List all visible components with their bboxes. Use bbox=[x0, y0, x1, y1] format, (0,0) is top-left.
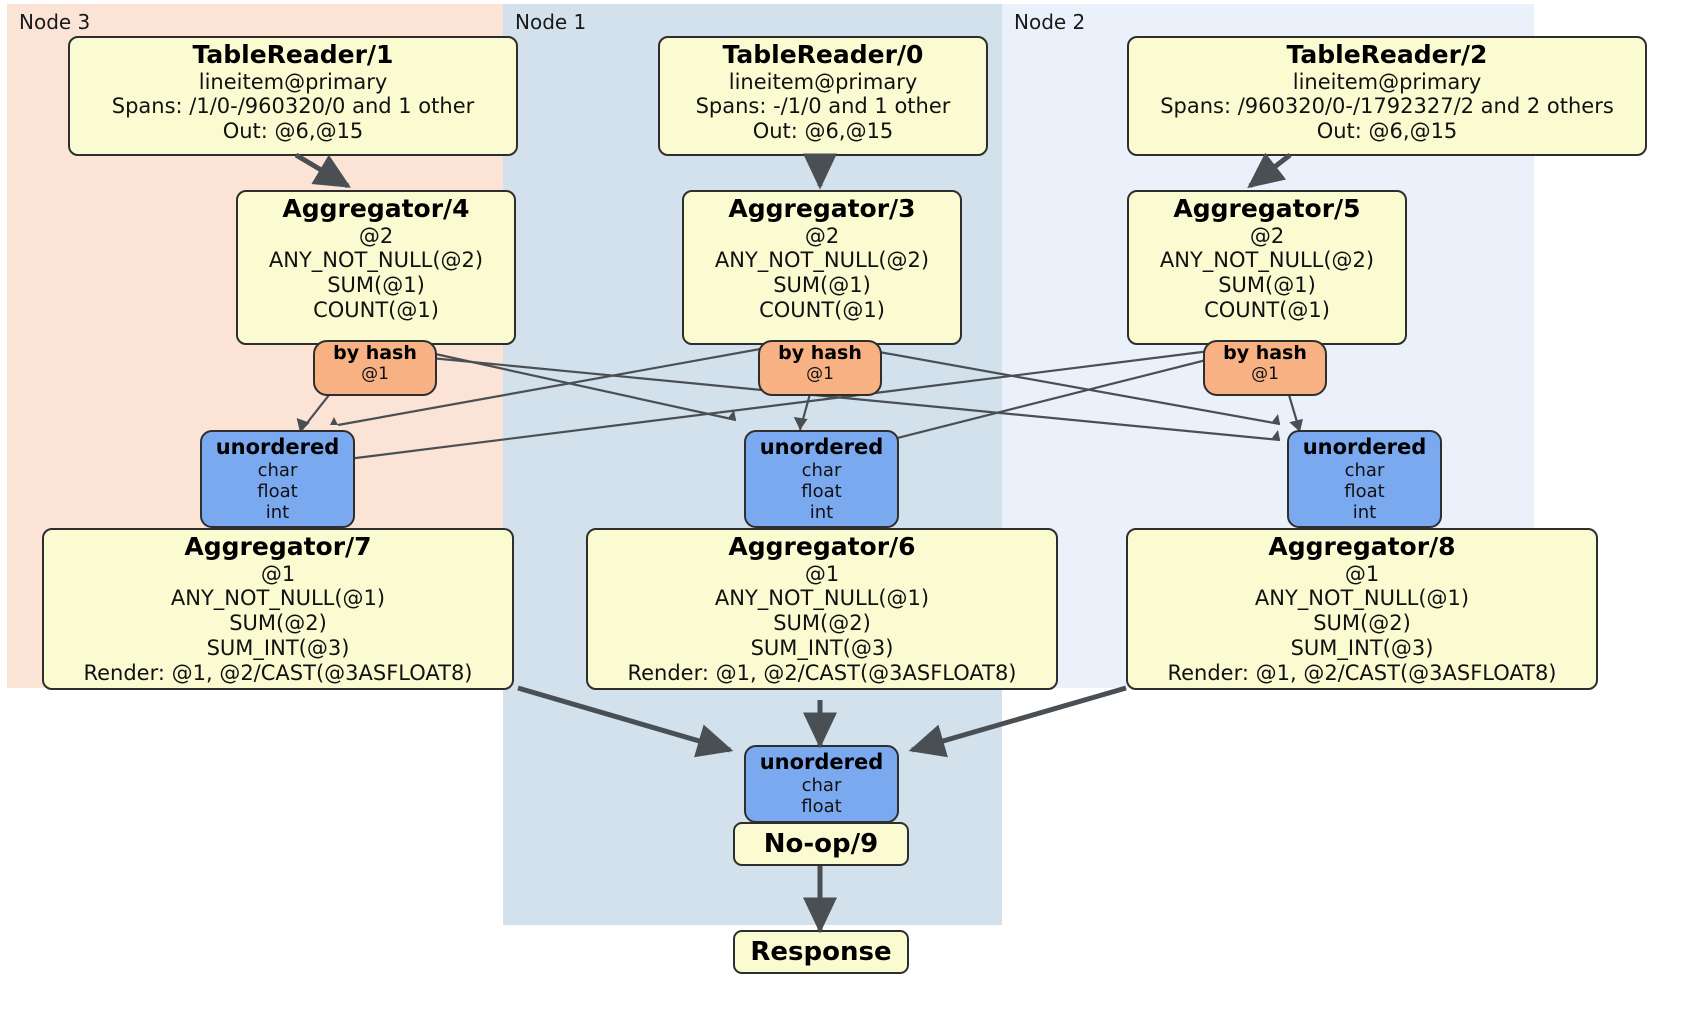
processor-detail-line: SUM(@2) bbox=[773, 611, 871, 636]
synchronizer-unordered-final[interactable]: unordered char float bbox=[744, 745, 899, 823]
processor-detail-line: ANY_NOT_NULL(@2) bbox=[268, 248, 484, 273]
synchronizer-title: unordered bbox=[759, 750, 884, 774]
processor-table-reader-2[interactable]: TableReader/2 lineitem@primary Spans: /9… bbox=[1127, 36, 1647, 156]
processor-detail-line: lineitem@primary bbox=[728, 69, 918, 94]
router-title: by hash bbox=[333, 342, 417, 364]
processor-aggregator-5[interactable]: Aggregator/5 @2 ANY_NOT_NULL(@2) SUM(@1)… bbox=[1127, 190, 1407, 345]
processor-detail-line: Spans: /1/0-/960320/0 and 1 other bbox=[111, 94, 475, 119]
processor-detail-line: lineitem@primary bbox=[1292, 69, 1482, 94]
router-detail-line: @1 bbox=[1251, 364, 1279, 385]
processor-title: TableReader/0 bbox=[722, 40, 924, 69]
processor-render-line: Render: @1, @2/CAST(@3ASFLOAT8) bbox=[627, 660, 1017, 685]
synchronizer-type-line: float bbox=[1344, 481, 1385, 502]
processor-detail-line: SUM_INT(@3) bbox=[206, 635, 350, 660]
processor-detail-line: ANY_NOT_NULL(@1) bbox=[714, 586, 930, 611]
router-by-hash-aggregator-4[interactable]: by hash @1 bbox=[313, 340, 437, 396]
synchronizer-type-line: float bbox=[801, 481, 842, 502]
processor-render-line: Render: @1, @2/CAST(@3ASFLOAT8) bbox=[1167, 660, 1557, 685]
synchronizer-type-line: int bbox=[265, 502, 290, 524]
node-panel-label: Node 1 bbox=[515, 10, 587, 34]
synchronizer-title: unordered bbox=[759, 435, 884, 459]
processor-detail-line: Out: @6,@15 bbox=[1316, 119, 1458, 144]
synchronizer-unordered-aggregator-7[interactable]: unordered char float int bbox=[200, 430, 355, 528]
processor-detail-line: @1 bbox=[260, 561, 296, 586]
processor-detail-line: @2 bbox=[1249, 223, 1285, 248]
processor-title: Aggregator/7 bbox=[184, 532, 372, 561]
processor-aggregator-3[interactable]: Aggregator/3 @2 ANY_NOT_NULL(@2) SUM(@1)… bbox=[682, 190, 962, 345]
processor-response[interactable]: Response bbox=[733, 930, 909, 974]
processor-aggregator-7[interactable]: Aggregator/7 @1 ANY_NOT_NULL(@1) SUM(@2)… bbox=[42, 528, 514, 690]
processor-detail-line: @1 bbox=[1344, 561, 1380, 586]
synchronizer-type-line: int bbox=[1352, 502, 1377, 524]
processor-detail-line: Out: @6,@15 bbox=[222, 119, 364, 144]
synchronizer-type-line: float bbox=[801, 796, 842, 817]
processor-aggregator-6[interactable]: Aggregator/6 @1 ANY_NOT_NULL(@1) SUM(@2)… bbox=[586, 528, 1058, 690]
processor-detail-line: SUM(@1) bbox=[1218, 273, 1316, 298]
processor-title: Aggregator/6 bbox=[728, 532, 916, 561]
processor-title: No-op/9 bbox=[763, 828, 879, 859]
processor-detail-line: @1 bbox=[804, 561, 840, 586]
processor-detail-line: @2 bbox=[804, 223, 840, 248]
processor-aggregator-8[interactable]: Aggregator/8 @1 ANY_NOT_NULL(@1) SUM(@2)… bbox=[1126, 528, 1598, 690]
router-title: by hash bbox=[1223, 342, 1307, 364]
processor-detail-line: SUM(@1) bbox=[773, 273, 871, 298]
processor-detail-line: ANY_NOT_NULL(@2) bbox=[714, 248, 930, 273]
processor-title: TableReader/1 bbox=[192, 40, 394, 69]
synchronizer-type-line: char bbox=[801, 774, 842, 796]
processor-detail-line: Spans: -/1/0 and 1 other bbox=[695, 94, 951, 119]
processor-title: Aggregator/8 bbox=[1268, 532, 1456, 561]
synchronizer-unordered-aggregator-6[interactable]: unordered char float int bbox=[744, 430, 899, 528]
synchronizer-type-line: char bbox=[801, 459, 842, 481]
processor-detail-line: COUNT(@1) bbox=[1204, 297, 1330, 322]
processor-table-reader-0[interactable]: TableReader/0 lineitem@primary Spans: -/… bbox=[658, 36, 988, 156]
processor-title: Aggregator/4 bbox=[282, 194, 470, 223]
synchronizer-title: unordered bbox=[215, 435, 340, 459]
synchronizer-type-line: char bbox=[257, 459, 298, 481]
synchronizer-type-line: char bbox=[1344, 459, 1385, 481]
synchronizer-unordered-aggregator-8[interactable]: unordered char float int bbox=[1287, 430, 1442, 528]
node-panel-label: Node 3 bbox=[19, 10, 91, 34]
processor-detail-line: @2 bbox=[358, 223, 394, 248]
synchronizer-type-line: int bbox=[809, 502, 834, 524]
processor-table-reader-1[interactable]: TableReader/1 lineitem@primary Spans: /1… bbox=[68, 36, 518, 156]
router-by-hash-aggregator-3[interactable]: by hash @1 bbox=[758, 340, 882, 396]
processor-detail-line: lineitem@primary bbox=[198, 69, 388, 94]
processor-detail-line: SUM(@2) bbox=[1313, 611, 1411, 636]
processor-title: TableReader/2 bbox=[1286, 40, 1488, 69]
router-detail-line: @1 bbox=[361, 364, 389, 385]
processor-detail-line: COUNT(@1) bbox=[759, 297, 885, 322]
processor-detail-line: SUM_INT(@3) bbox=[1290, 635, 1434, 660]
processor-detail-line: Spans: /960320/0-/1792327/2 and 2 others bbox=[1160, 94, 1614, 119]
processor-no-op-9[interactable]: No-op/9 bbox=[733, 822, 909, 866]
processor-detail-line: Out: @6,@15 bbox=[752, 119, 894, 144]
processor-detail-line: SUM_INT(@3) bbox=[750, 635, 894, 660]
router-detail-line: @1 bbox=[806, 364, 834, 385]
processor-render-line: Render: @1, @2/CAST(@3ASFLOAT8) bbox=[83, 660, 473, 685]
processor-detail-line: ANY_NOT_NULL(@1) bbox=[170, 586, 386, 611]
processor-detail-line: COUNT(@1) bbox=[313, 297, 439, 322]
router-title: by hash bbox=[778, 342, 862, 364]
processor-detail-line: SUM(@1) bbox=[327, 273, 425, 298]
router-by-hash-aggregator-5[interactable]: by hash @1 bbox=[1203, 340, 1327, 396]
processor-detail-line: SUM(@2) bbox=[229, 611, 327, 636]
synchronizer-type-line: float bbox=[257, 481, 298, 502]
processor-title: Response bbox=[750, 936, 892, 967]
processor-detail-line: ANY_NOT_NULL(@1) bbox=[1254, 586, 1470, 611]
synchronizer-title: unordered bbox=[1302, 435, 1427, 459]
node-panel-label: Node 2 bbox=[1014, 10, 1086, 34]
processor-aggregator-4[interactable]: Aggregator/4 @2 ANY_NOT_NULL(@2) SUM(@1)… bbox=[236, 190, 516, 345]
processor-title: Aggregator/3 bbox=[728, 194, 916, 223]
processor-title: Aggregator/5 bbox=[1173, 194, 1361, 223]
processor-detail-line: ANY_NOT_NULL(@2) bbox=[1159, 248, 1375, 273]
